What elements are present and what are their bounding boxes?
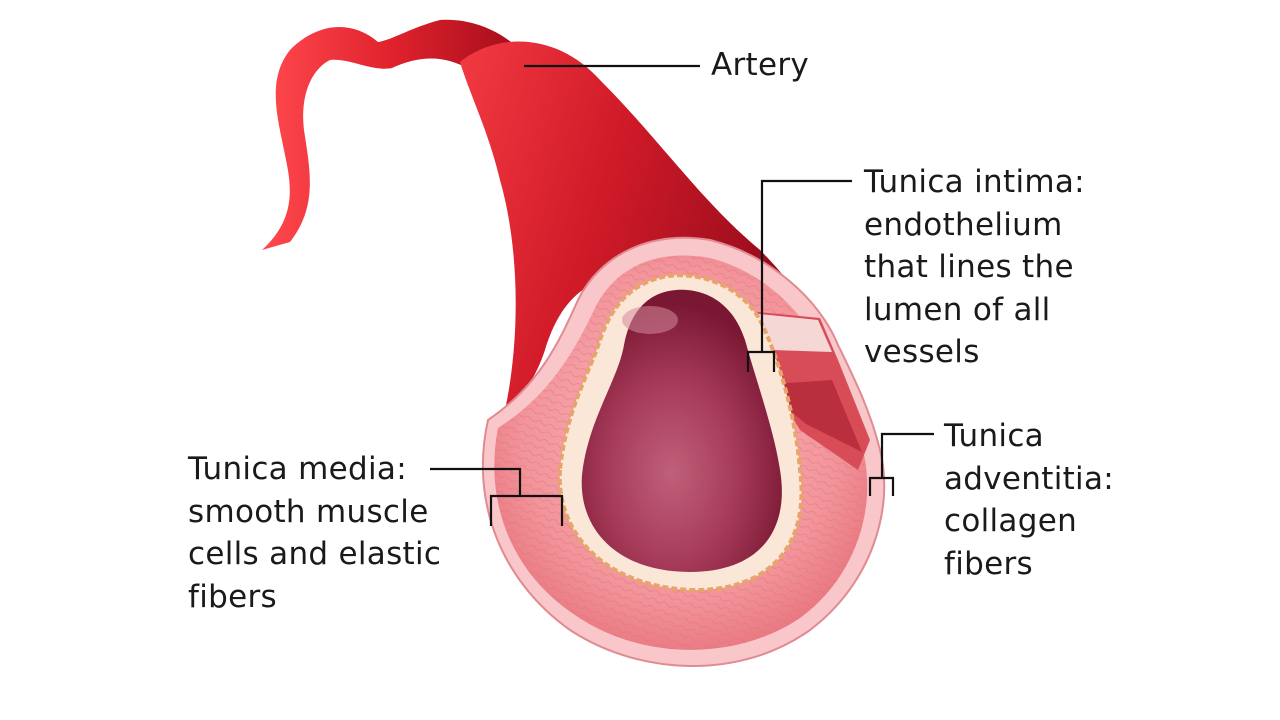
tunica-media-line-1: Tunica media: (188, 448, 441, 491)
tunica-intima-line-2: endothelium (864, 204, 1085, 247)
tunica-media-line-2: smooth muscle (188, 491, 441, 534)
tunica-adventitia-line-4: fibers (944, 543, 1114, 586)
tunica-adventitia-line-2: adventitia: (944, 458, 1114, 501)
tunica-adventitia-line-3: collagen (944, 500, 1114, 543)
tunica-intima-line-4: lumen of all (864, 289, 1085, 332)
artery-label-text: Artery (711, 44, 809, 87)
tunica-intima-line-1: Tunica intima: (864, 161, 1085, 204)
tunica-intima-line-5: vessels (864, 331, 1085, 374)
artery-label: Artery (711, 44, 809, 87)
tunica-media-label: Tunica media: smooth muscle cells and el… (188, 448, 441, 618)
adventitia-leader (882, 434, 934, 478)
tunica-intima-label: Tunica intima: endothelium that lines th… (864, 161, 1085, 374)
tunica-media-line-3: cells and elastic (188, 533, 441, 576)
tunica-adventitia-label: Tunica adventitia: collagen fibers (944, 415, 1114, 585)
tunica-adventitia-line-1: Tunica (944, 415, 1114, 458)
tunica-media-line-4: fibers (188, 576, 441, 619)
tunica-intima-line-3: that lines the (864, 246, 1085, 289)
